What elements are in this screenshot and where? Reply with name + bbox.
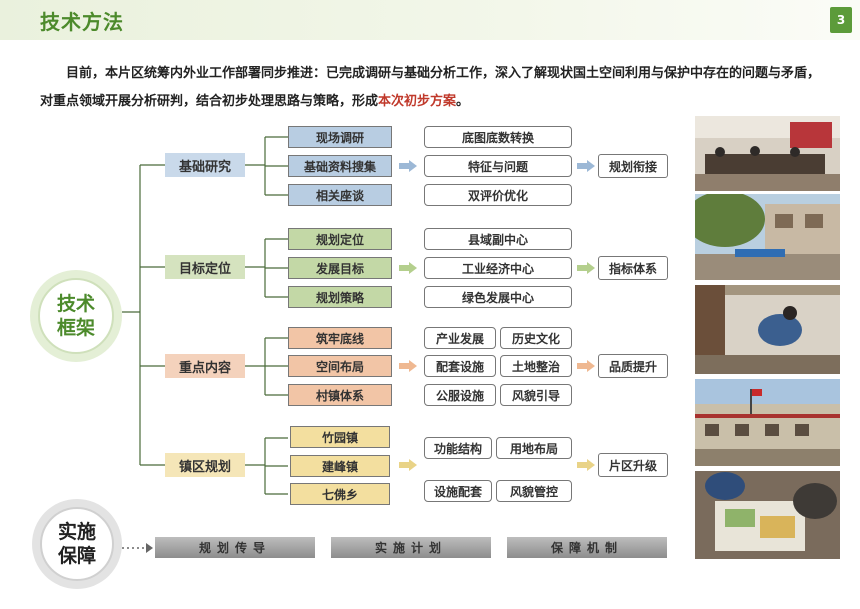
- sub-item: 筑牢底线: [288, 327, 392, 349]
- sub-item: 空间布局: [288, 355, 392, 377]
- intro-text-end: 。: [456, 94, 470, 109]
- arrow-icon: [577, 360, 595, 372]
- framework-label-1: 技术: [56, 293, 95, 315]
- output-item: 品质提升: [598, 354, 668, 378]
- arrow-icon: [577, 459, 595, 471]
- arrow-icon: [399, 360, 417, 372]
- result-item: 县域副中心: [424, 228, 572, 250]
- intro-paragraph: 目前，本片区统筹内外业工作部署同步推进：已完成调研与基础分析工作，深入了解现状国…: [40, 60, 830, 116]
- arrow-icon: [399, 160, 417, 172]
- category-basic-research: 基础研究: [165, 153, 245, 177]
- guarantee-label-1: 实施: [57, 521, 96, 543]
- framework-circle: 技术 框架: [38, 278, 114, 354]
- photo-village-yard: [695, 194, 840, 280]
- photo-village-building: [695, 379, 840, 466]
- arrow-icon: [399, 262, 417, 274]
- photo-meeting: [695, 116, 840, 191]
- guarantee-circle: 实施 保障: [40, 507, 114, 581]
- sub-item: 建峰镇: [290, 455, 390, 477]
- guarantee-item: 保障机制: [507, 537, 667, 558]
- sub-item: 相关座谈: [288, 184, 392, 206]
- result-item: 产业发展: [424, 327, 496, 349]
- output-item: 指标体系: [598, 256, 668, 280]
- result-item: 设施配套: [424, 480, 492, 502]
- guarantee-item: 规划传导: [155, 537, 315, 558]
- sub-item: 七佛乡: [290, 483, 390, 505]
- sub-item: 现场调研: [288, 126, 392, 148]
- category-town-planning: 镇区规划: [165, 453, 245, 477]
- page-title: 技术方法: [40, 10, 124, 34]
- arrow-icon: [399, 459, 417, 471]
- result-item: 用地布局: [496, 437, 572, 459]
- output-item: 规划衔接: [598, 154, 668, 178]
- result-item: 土地整治: [500, 355, 572, 377]
- result-item: 功能结构: [424, 437, 492, 459]
- result-item: 风貌引导: [500, 384, 572, 406]
- photo-field-survey: [695, 285, 840, 374]
- result-item: 底图底数转换: [424, 126, 572, 148]
- output-item: 片区升级: [598, 453, 668, 477]
- arrow-icon: [577, 262, 595, 274]
- arrow-icon: [577, 160, 595, 172]
- dotted-arrow-icon: [122, 543, 153, 553]
- guarantee-label-2: 保障: [57, 545, 96, 567]
- sub-item: 竹园镇: [290, 426, 390, 448]
- header-bar: 技术方法 3: [0, 0, 860, 40]
- framework-label-2: 框架: [56, 317, 95, 339]
- photo-mapping-work: [695, 471, 840, 559]
- guarantee-item: 实施计划: [331, 537, 491, 558]
- category-key-content: 重点内容: [165, 354, 245, 378]
- result-item: 工业经济中心: [424, 257, 572, 279]
- intro-text: 目前，本片区统筹内外业工作部署同步推进：已完成调研与基础分析工作，深入了解现状国…: [40, 66, 821, 109]
- sub-item: 规划策略: [288, 286, 392, 308]
- sub-item: 发展目标: [288, 257, 392, 279]
- result-item: 双评价优化: [424, 184, 572, 206]
- result-item: 风貌管控: [496, 480, 572, 502]
- result-item: 特征与问题: [424, 155, 572, 177]
- result-item: 配套设施: [424, 355, 496, 377]
- result-item: 公服设施: [424, 384, 496, 406]
- result-item: 绿色发展中心: [424, 286, 572, 308]
- category-positioning: 目标定位: [165, 255, 245, 279]
- result-item: 历史文化: [500, 327, 572, 349]
- sub-item: 村镇体系: [288, 384, 392, 406]
- intro-highlight: 本次初步方案: [378, 94, 457, 109]
- page-number-badge: 3: [830, 7, 852, 33]
- sub-item: 规划定位: [288, 228, 392, 250]
- sub-item: 基础资料搜集: [288, 155, 392, 177]
